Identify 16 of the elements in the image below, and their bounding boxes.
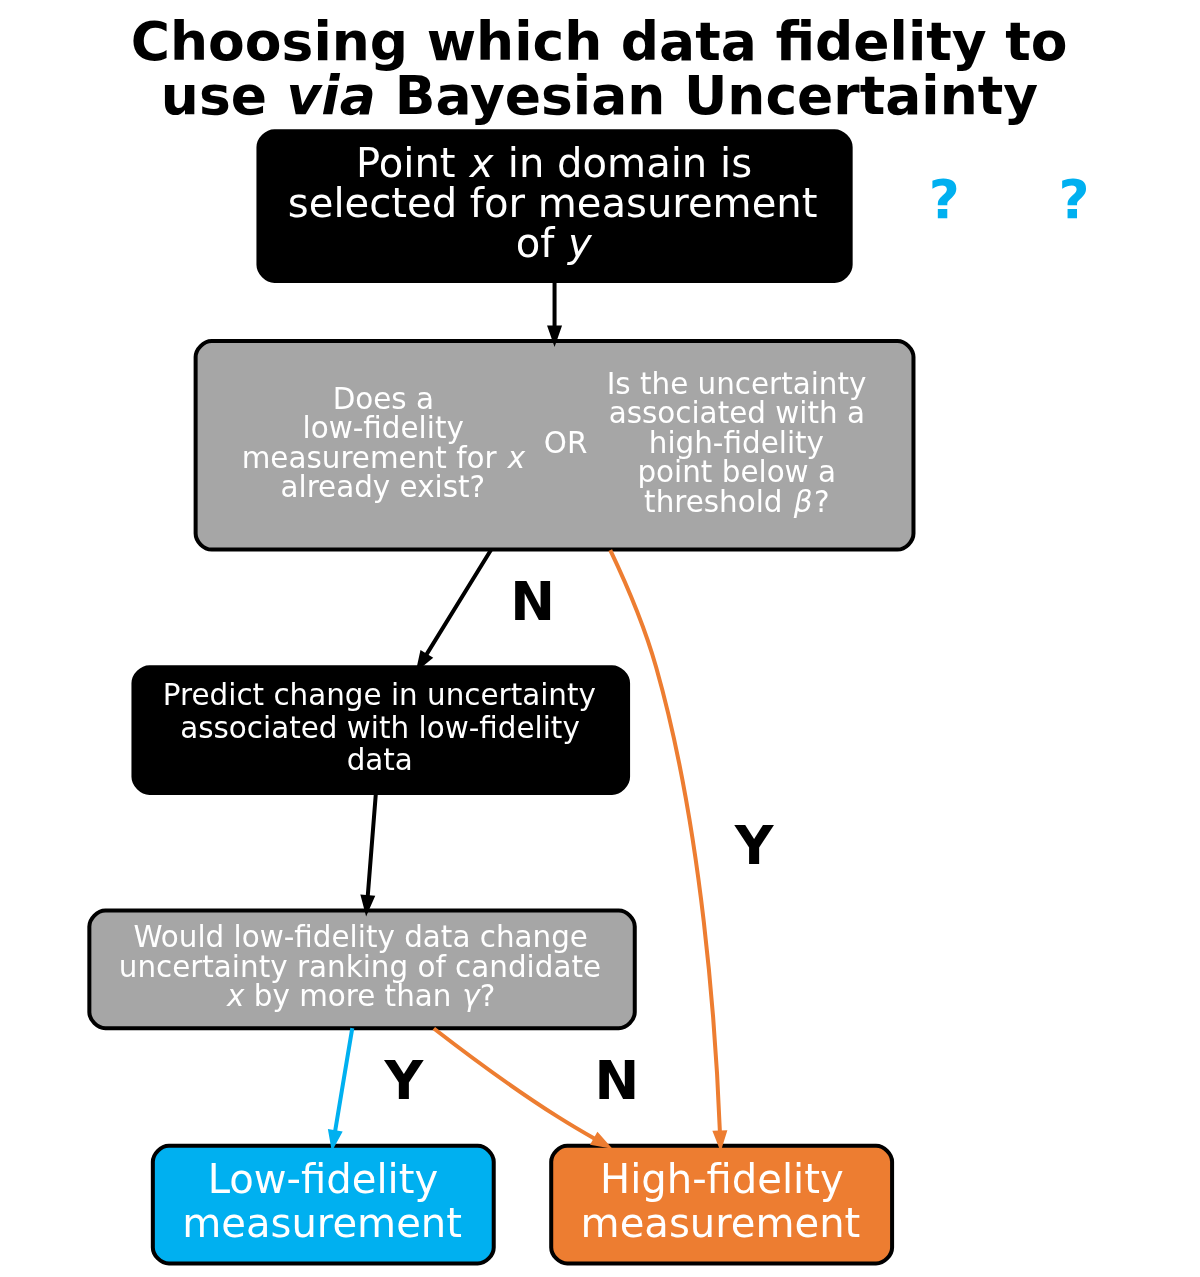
node-box: Does a low-fidelity measurement for x already exist? OR Is the uncertainty associated with a high-fidelity point below a threshold β? <box>193 339 916 552</box>
arrow <box>547 280 563 347</box>
node-box: Low-fidelity measurement <box>150 1143 496 1266</box>
node-box: High-fidelity measurement <box>549 1143 895 1266</box>
diagram-title: Choosing which data fidelity to use via Bayesian Uncertainty <box>130 10 1068 127</box>
node-box: Point x in domain is selected for measurement of y <box>256 129 853 283</box>
edge-label: Y <box>384 1049 424 1113</box>
arrow <box>432 1026 613 1149</box>
edge-label: N <box>594 1049 640 1113</box>
node-box: Would low-fidelity data change uncertainty ranking of candidate x by more than γ? <box>87 908 637 1031</box>
label: ? <box>1058 168 1090 232</box>
arrow <box>360 792 378 917</box>
node-box: Predict change in uncertainty associated with low-fidelity data <box>131 665 631 795</box>
edge-label: Y <box>734 813 774 877</box>
label: ? <box>928 168 960 232</box>
edge-label: N <box>510 570 555 634</box>
